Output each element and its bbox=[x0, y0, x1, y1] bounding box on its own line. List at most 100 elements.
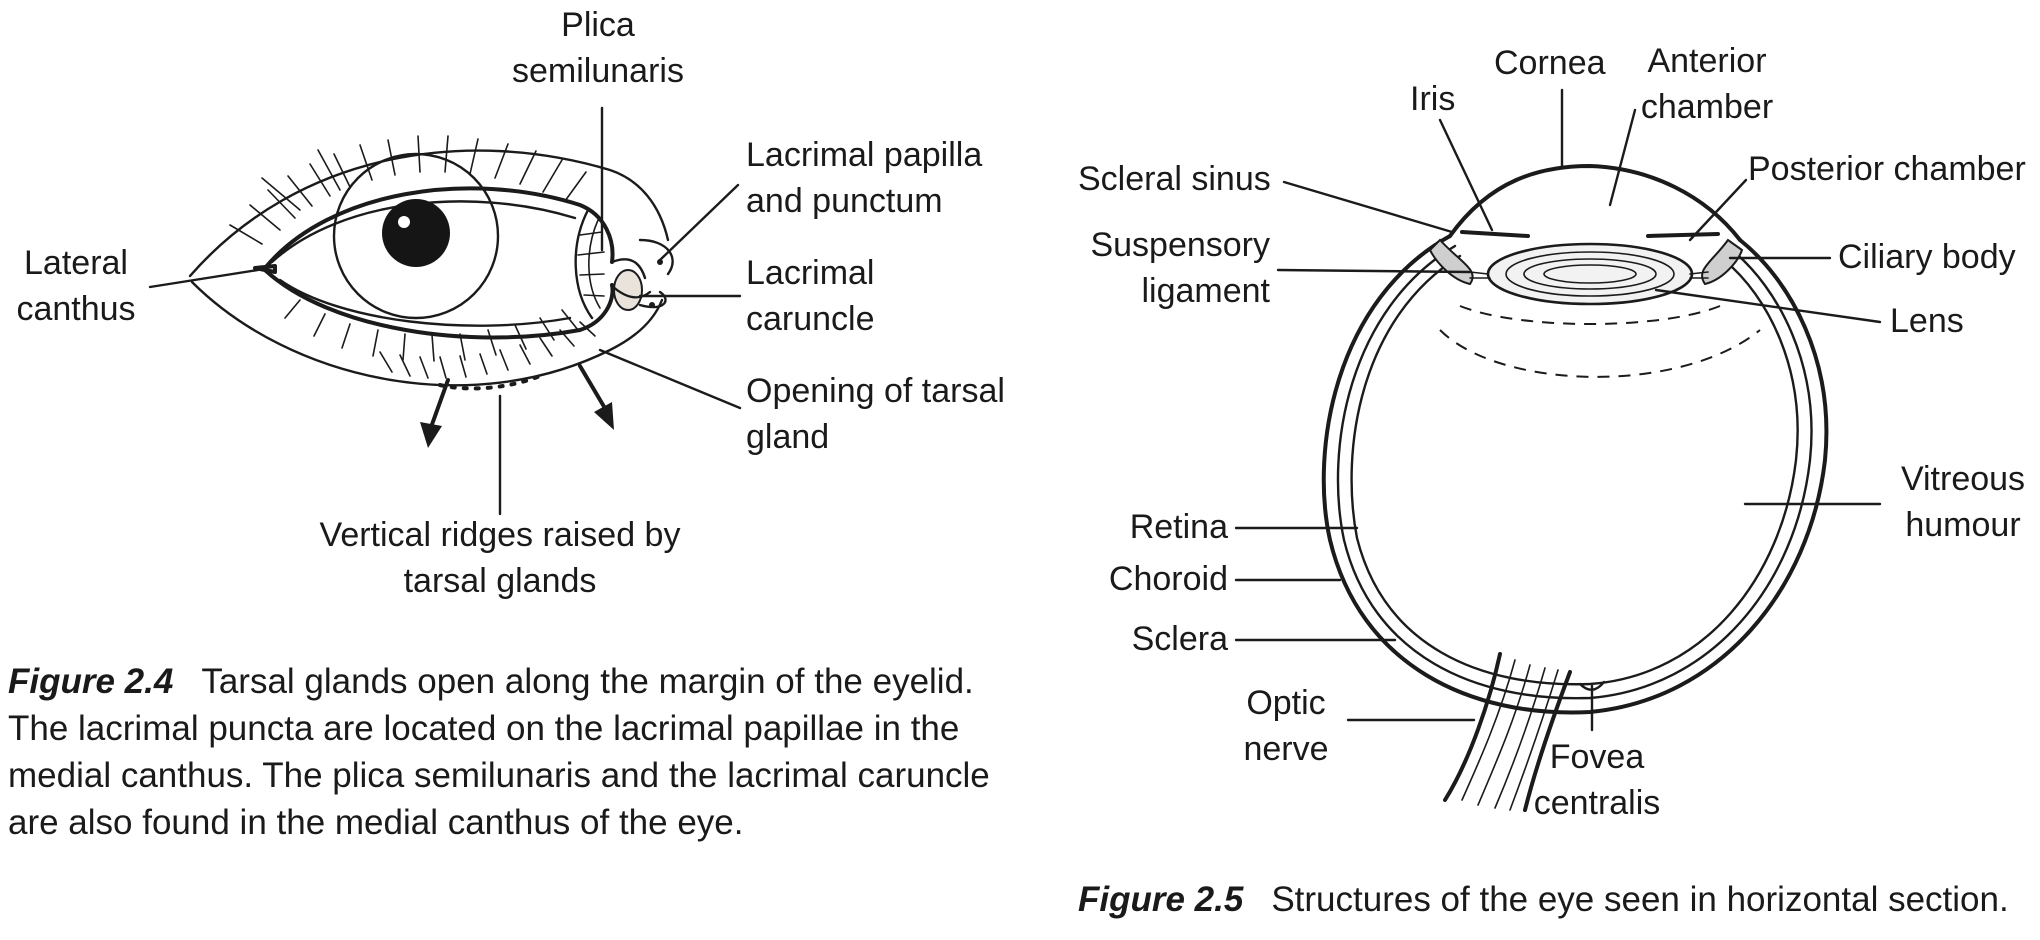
figure-2-5-number: Figure 2.5 bbox=[1078, 880, 1244, 919]
label-anterior-line2: chamber bbox=[1640, 88, 1774, 126]
label-scleral-sinus: Scleral sinus bbox=[1078, 160, 1271, 198]
label-optic-line1: Optic bbox=[1246, 684, 1326, 722]
external-eye-drawing bbox=[148, 106, 742, 516]
label-caruncle-line1: Lacrimal bbox=[746, 254, 875, 292]
vitreous-inner-dashed bbox=[1459, 305, 1721, 325]
choroid-outline bbox=[1336, 244, 1813, 700]
ridge-arrow-left-head bbox=[420, 422, 442, 448]
label-plica-semilunaris: Plica semilunaris bbox=[498, 2, 698, 94]
figure-2-4-caption-text: Tarsal glands open along the margin of t… bbox=[8, 662, 990, 842]
label-iris: Iris bbox=[1410, 80, 1456, 118]
upper-eyelashes bbox=[229, 135, 587, 245]
label-suspensory-line2: ligament bbox=[1141, 272, 1270, 310]
iris-left bbox=[1460, 230, 1530, 238]
pupil bbox=[382, 199, 450, 267]
label-tarsal-opening: Opening of tarsal gland bbox=[746, 368, 1005, 460]
retina-outline bbox=[1350, 254, 1799, 686]
eye-section-drawing bbox=[1234, 88, 1882, 812]
label-ridges-line1: Vertical ridges raised by bbox=[319, 516, 681, 554]
lower-punctum bbox=[649, 302, 655, 308]
plica-shading bbox=[577, 231, 605, 297]
label-papilla-line2: and punctum bbox=[746, 182, 943, 220]
label-retina: Retina bbox=[1129, 508, 1228, 546]
lens-lamellae bbox=[1505, 251, 1675, 297]
label-lens: Lens bbox=[1890, 302, 1964, 340]
lower-lid-fold bbox=[190, 280, 664, 387]
figure-2-5-caption: Figure 2.5 Structures of the eye seen in … bbox=[1078, 876, 2038, 923]
label-ridges-line2: tarsal glands bbox=[403, 562, 597, 600]
lacrimal-caruncle-shape bbox=[613, 269, 643, 311]
leader-posterior-chamber bbox=[1688, 178, 1748, 242]
label-plica-line1: Plica bbox=[561, 6, 635, 44]
lower-lid-inner bbox=[278, 278, 572, 327]
label-lacrimal-caruncle: Lacrimal caruncle bbox=[746, 250, 875, 342]
label-lateral-line2: canthus bbox=[16, 290, 136, 328]
figure-2-4-number: Figure 2.4 bbox=[8, 662, 174, 701]
label-fovea-centralis: Fovea centralis bbox=[1512, 734, 1682, 826]
ridge-arrow-left-shaft bbox=[428, 378, 450, 432]
medial-canthus-upper bbox=[610, 258, 647, 280]
medial-canthus-lower bbox=[610, 284, 652, 299]
leader-scleral-sinus bbox=[1282, 180, 1454, 234]
label-optic-line2: nerve bbox=[1243, 730, 1329, 768]
label-suspensory-line1: Suspensory bbox=[1090, 226, 1270, 264]
tarsal-openings-dots bbox=[438, 374, 542, 391]
tarsal-gland-ridges bbox=[379, 321, 596, 379]
label-vitreous-humour: Vitreous humour bbox=[1888, 456, 2038, 548]
lower-papilla bbox=[638, 290, 667, 309]
upper-punctum bbox=[657, 259, 663, 265]
label-tarsal-line2: gland bbox=[746, 418, 830, 456]
label-anterior-line1: Anterior bbox=[1647, 42, 1767, 80]
label-lateral-canthus: Lateral canthus bbox=[6, 240, 146, 332]
label-posterior-chamber: Posterior chamber bbox=[1748, 150, 2026, 188]
label-caruncle-line2: caruncle bbox=[746, 300, 875, 338]
lower-lid-margin bbox=[263, 268, 615, 340]
cornea-outline bbox=[1448, 164, 1742, 242]
plica-semilunaris-shape bbox=[574, 208, 594, 320]
label-vitreous-line2: humour bbox=[1905, 506, 2021, 544]
suspensory-ligament-fibres bbox=[1469, 271, 1709, 279]
label-vertical-ridges: Vertical ridges raised by tarsal glands bbox=[290, 512, 710, 604]
label-lateral-line1: Lateral bbox=[24, 244, 128, 282]
ciliary-body-left bbox=[1428, 238, 1474, 286]
label-lacrimal-papilla: Lacrimal papilla and punctum bbox=[746, 132, 982, 224]
label-fovea-line1: Fovea bbox=[1549, 738, 1645, 776]
optic-nerve-left-edge bbox=[1443, 652, 1502, 802]
label-sclera: Sclera bbox=[1131, 620, 1228, 658]
leader-lens bbox=[1654, 288, 1882, 324]
label-optic-nerve: Optic nerve bbox=[1230, 680, 1342, 772]
label-fovea-line2: centralis bbox=[1533, 784, 1661, 822]
label-plica-line2: semilunaris bbox=[512, 52, 684, 90]
figure-2-5-caption-text: Structures of the eye seen in horizontal… bbox=[1271, 880, 2009, 919]
pupil-highlight bbox=[398, 216, 410, 228]
label-suspensory-ligament: Suspensory ligament bbox=[1060, 222, 1270, 314]
iris-circle bbox=[332, 152, 500, 320]
label-ciliary-body: Ciliary body bbox=[1838, 238, 2016, 276]
plica-hatching bbox=[588, 219, 601, 309]
ridge-arrow-right-head bbox=[594, 402, 614, 430]
label-anterior-chamber: Anterior chamber bbox=[1632, 38, 1782, 130]
leader-lacrimal-papilla bbox=[658, 183, 740, 262]
upper-lid-margin bbox=[263, 186, 615, 270]
label-choroid: Choroid bbox=[1108, 560, 1228, 598]
leader-suspensory-ligament bbox=[1276, 268, 1472, 274]
label-cornea: Cornea bbox=[1494, 44, 1606, 82]
lens-shape bbox=[1486, 242, 1694, 306]
lower-eyelashes bbox=[284, 299, 579, 362]
sclera-outline bbox=[1321, 234, 1829, 715]
ridge-arrow-right-shaft bbox=[578, 364, 608, 412]
optic-nerve-right-edge bbox=[1523, 670, 1572, 812]
upper-papilla bbox=[638, 238, 674, 276]
label-tarsal-line1: Opening of tarsal bbox=[746, 372, 1005, 410]
label-papilla-line1: Lacrimal papilla bbox=[746, 136, 983, 174]
leader-lateral-canthus bbox=[148, 268, 260, 289]
vitreous-boundary-dashed bbox=[1439, 329, 1761, 378]
optic-nerve-fibres bbox=[1461, 659, 1559, 811]
leader-anterior-chamber bbox=[1608, 108, 1637, 207]
label-vitreous-line1: Vitreous bbox=[1900, 460, 2026, 498]
leader-tarsal-opening bbox=[598, 348, 742, 410]
lateral-canthus-point bbox=[253, 264, 277, 274]
iris-right bbox=[1646, 232, 1720, 238]
